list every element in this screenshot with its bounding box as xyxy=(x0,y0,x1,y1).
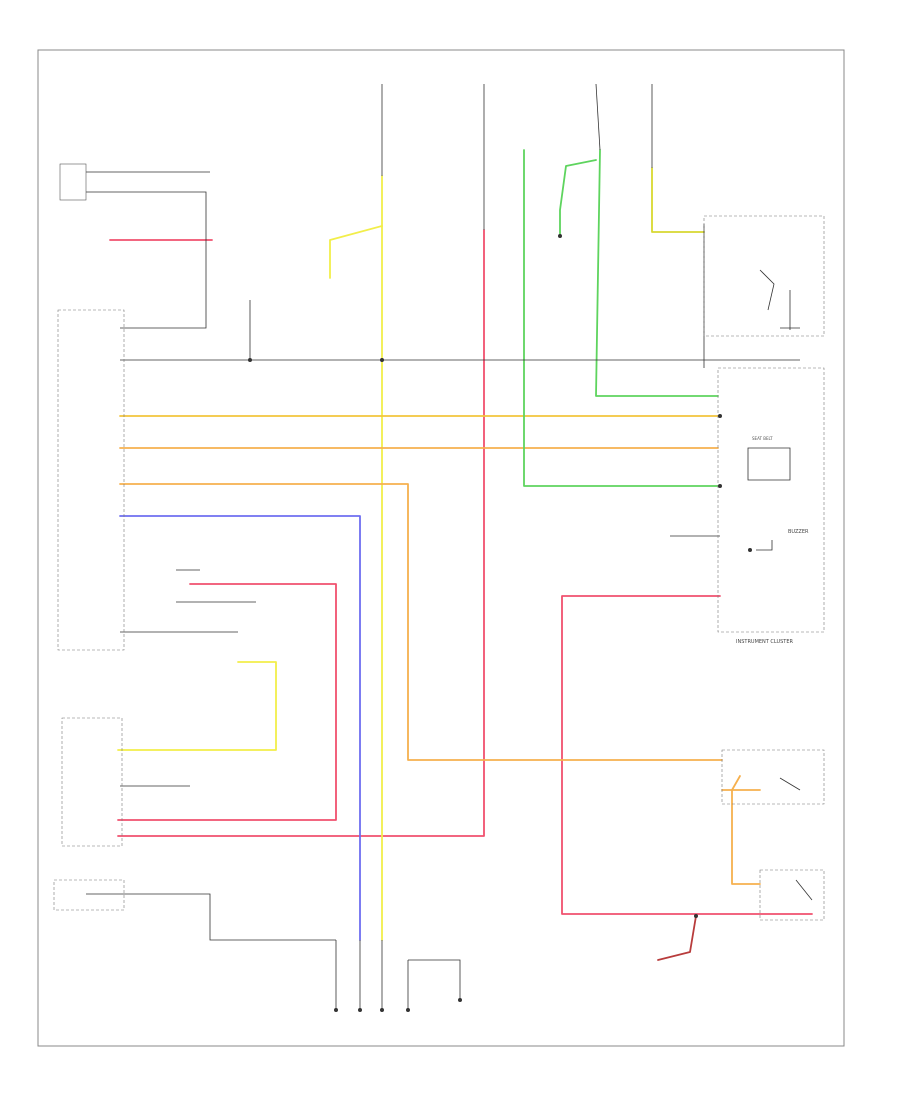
wire-orange-2 xyxy=(119,483,723,761)
wire-red-switch xyxy=(117,583,337,821)
left-top-box xyxy=(59,163,87,201)
wire-orange-3 xyxy=(731,775,761,885)
wire-green-2 xyxy=(595,149,719,397)
lamp-switch-box xyxy=(721,749,825,805)
cluster-box xyxy=(717,367,825,633)
right-module-box xyxy=(703,215,825,337)
label-instrument-cluster: INSTRUMENT CLUSTER xyxy=(736,639,794,645)
wire-darkred-bottom xyxy=(657,915,697,961)
lower-module-box xyxy=(53,879,125,911)
label-seat-belt: SEAT BELT xyxy=(752,436,773,441)
wire-red-right xyxy=(561,595,813,915)
wire-yellow-right xyxy=(651,167,705,233)
wire-blue xyxy=(119,515,361,941)
label-buzzer: BUZZER xyxy=(788,529,809,535)
diagram-frame xyxy=(37,49,845,1047)
wire-red-main xyxy=(117,229,485,837)
wire-yellow-branch xyxy=(329,225,383,279)
junction-dots xyxy=(248,234,752,1012)
diagram-labels: INSTRUMENT CLUSTER BUZZER SEAT BELT xyxy=(736,436,809,645)
wire-group xyxy=(109,149,813,961)
component-boxes xyxy=(53,163,825,921)
seat-switch-box xyxy=(759,869,825,921)
schematic-lines xyxy=(86,83,813,1010)
wire-yellow-left xyxy=(117,661,277,751)
wire-green-1 xyxy=(523,149,719,487)
module-left-box xyxy=(57,309,125,651)
wire-green-3 xyxy=(559,159,597,237)
combo-switch-box xyxy=(61,717,123,847)
